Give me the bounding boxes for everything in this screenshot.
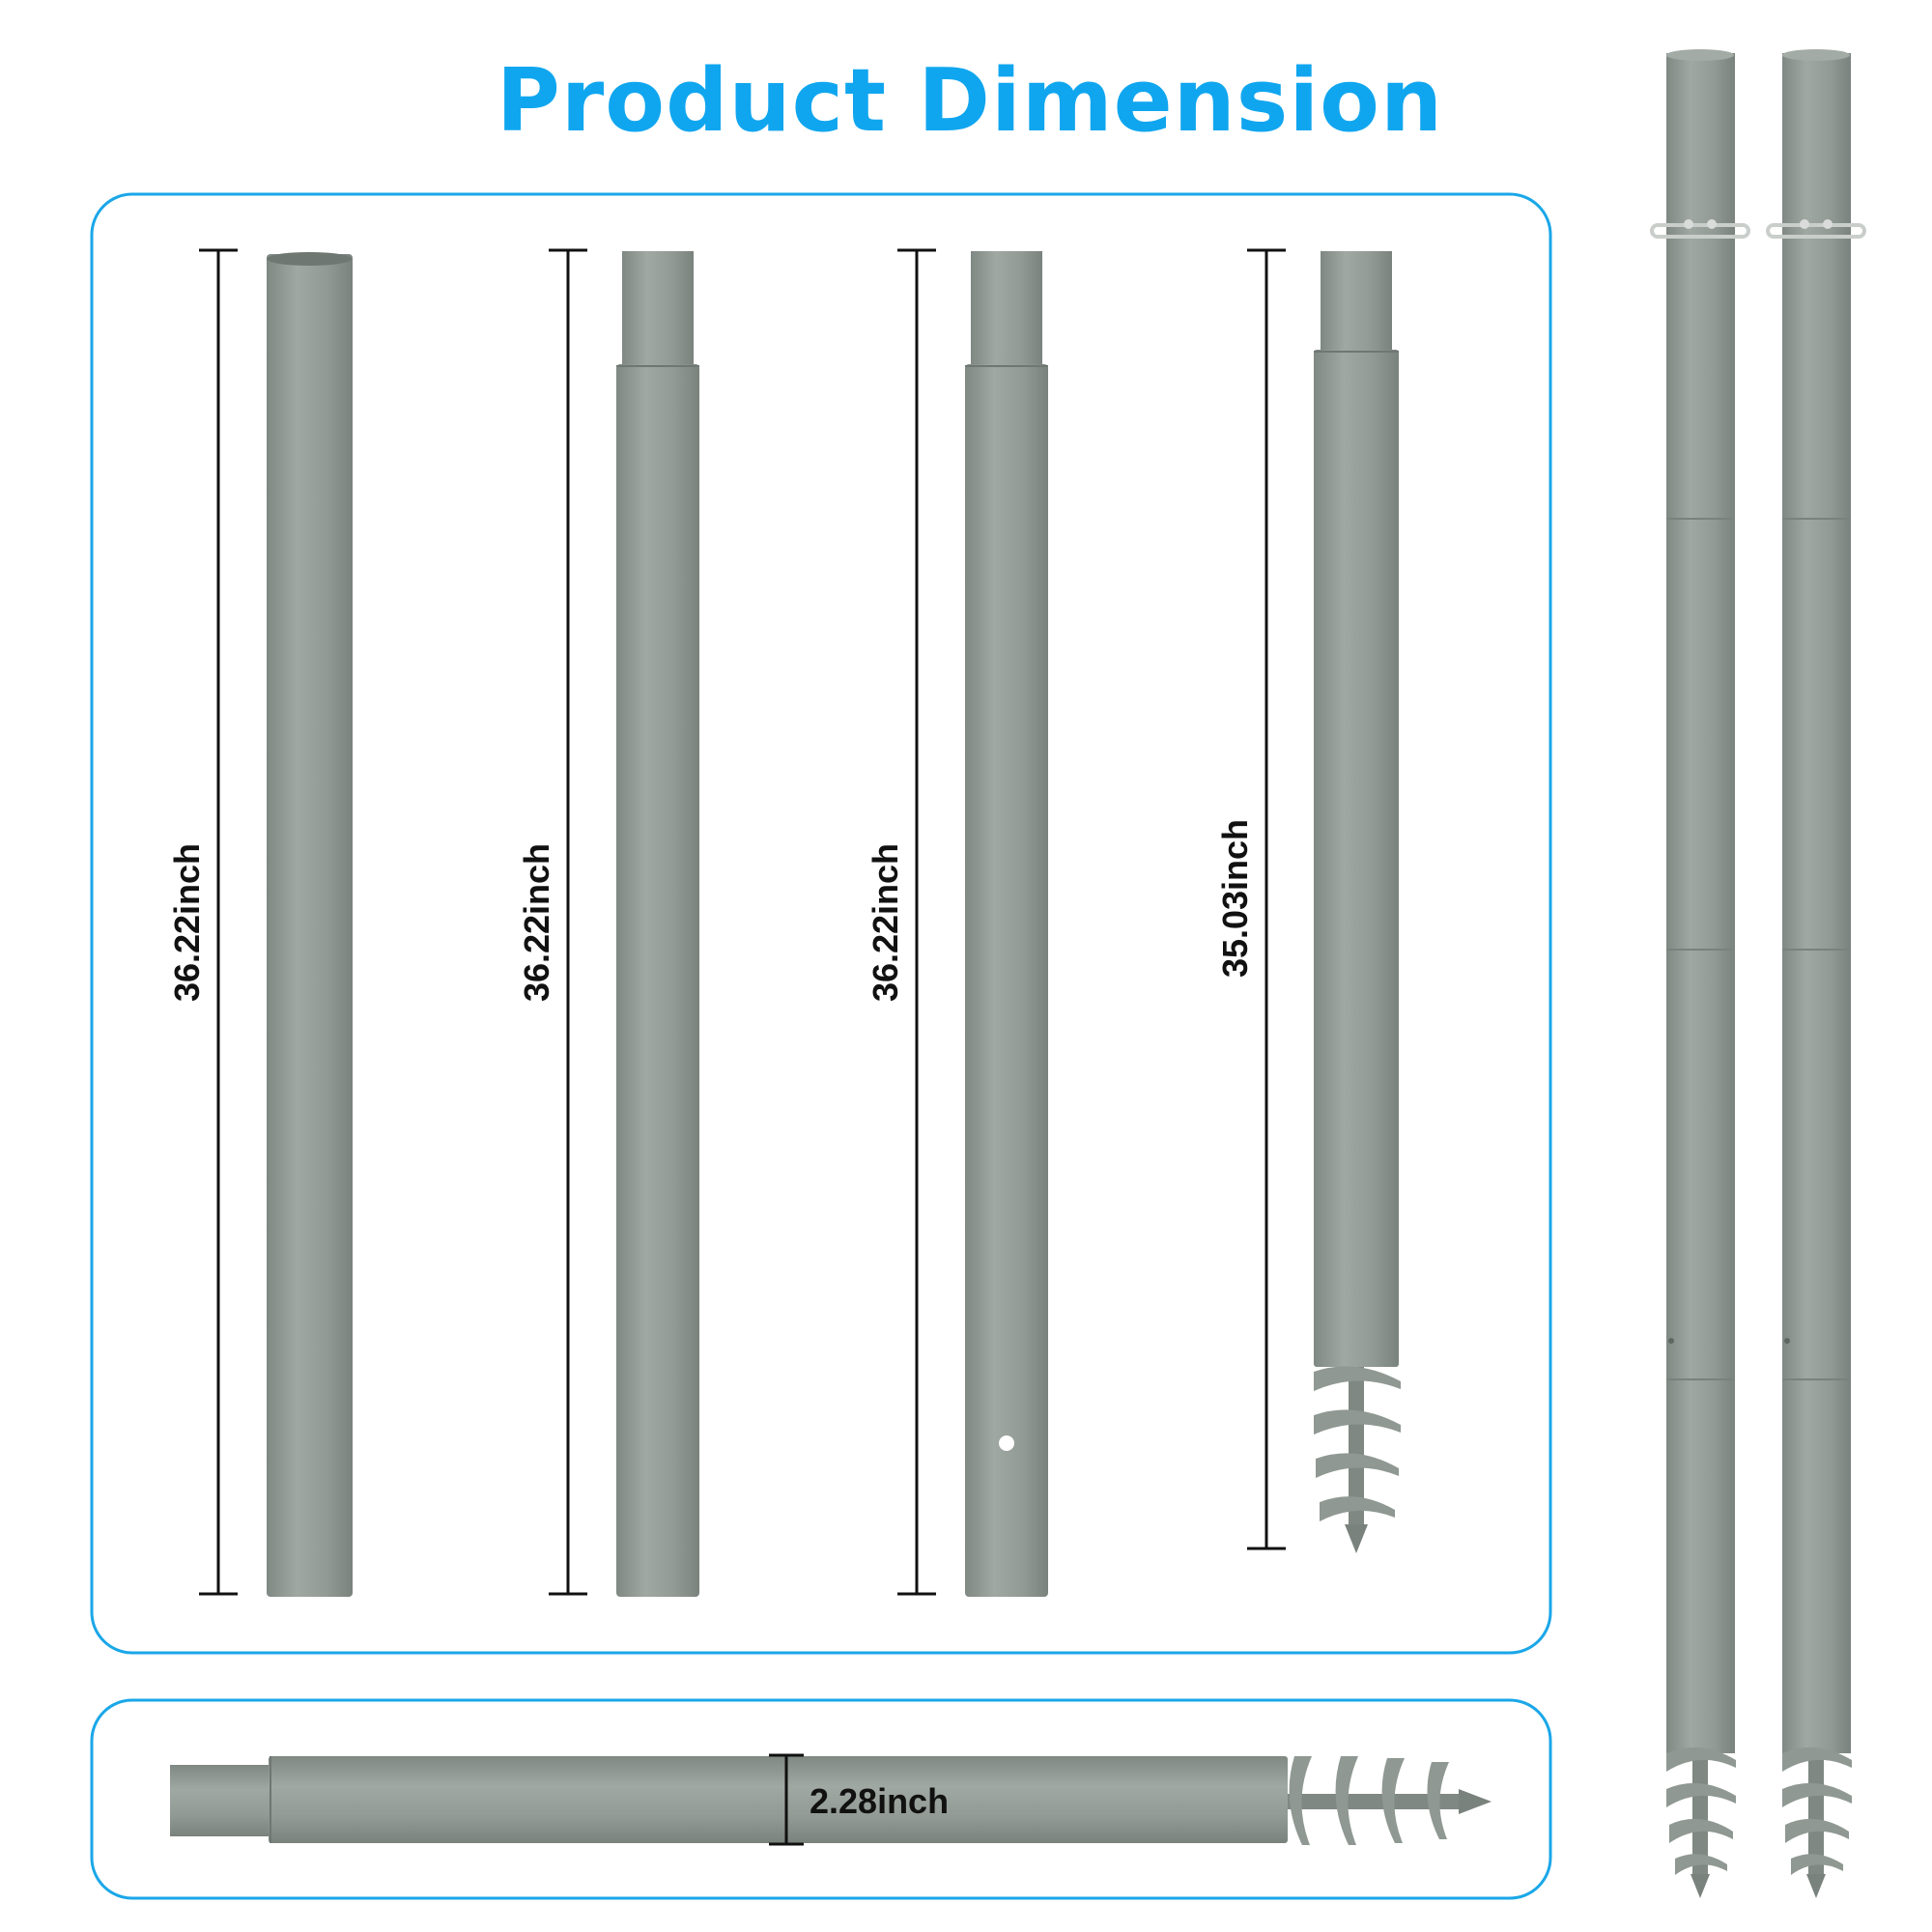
assembled-pole-left-top — [1666, 49, 1734, 61]
assembled-right-auger-thread-2 — [1782, 1782, 1852, 1807]
assembled-left-auger-tip — [1690, 1874, 1710, 1898]
pole-4-length-label: 35.03inch — [1215, 819, 1255, 978]
assembled-pole-right — [1766, 49, 1866, 1898]
auger-tip — [1345, 1524, 1368, 1553]
assembled-pole-right-hole — [1784, 1338, 1790, 1344]
clamp-right-bolt-2 — [1823, 219, 1833, 229]
assembled-right-auger-thread-3 — [1785, 1818, 1849, 1843]
pole-1-body — [267, 254, 353, 1597]
auger-shaft — [1349, 1367, 1364, 1526]
pole-3-insert-end — [971, 251, 1042, 372]
pole-3-pin-hole — [999, 1435, 1014, 1451]
clamp-icon — [1766, 219, 1866, 239]
auger-h-thread-4 — [1427, 1762, 1449, 1839]
assembled-pole-left — [1650, 49, 1750, 1898]
pole-4-body — [1314, 350, 1399, 1367]
assembled-right-auger-thread-4 — [1791, 1854, 1843, 1875]
auger-horizontal-shaft — [1288, 1794, 1462, 1809]
auger-h-thread-2 — [1335, 1756, 1358, 1845]
assembled-left-auger-thread-4 — [1675, 1854, 1727, 1875]
horizontal-pole — [170, 1756, 1492, 1845]
pole-1-top-cap — [267, 252, 352, 266]
auger-h-thread-3 — [1381, 1758, 1405, 1843]
dimension-marker-1: 36.22inch — [167, 248, 238, 1596]
horizontal-pole-body — [269, 1756, 1288, 1843]
dimension-marker-2: 36.22inch — [517, 248, 587, 1596]
assembled-left-auger-thread-1 — [1666, 1747, 1736, 1772]
diameter-panel — [90, 1698, 1552, 1900]
dimension-marker-4: 35.03inch — [1215, 248, 1286, 1550]
assembled-pole-right-top — [1782, 49, 1850, 61]
assembled-pole-right-body — [1782, 53, 1851, 1753]
clamp-right-bolt-1 — [1800, 219, 1809, 229]
assembled-left-auger-thread-2 — [1666, 1782, 1736, 1807]
assembled-pole-left-body — [1666, 53, 1735, 1753]
clamp-left-ring — [1650, 223, 1750, 239]
auger-horizontal-tip — [1459, 1789, 1492, 1814]
clamp-icon — [1650, 219, 1750, 239]
diameter-marker: 2.28inch — [769, 1753, 949, 1846]
horizontal-pole-insert-end — [170, 1765, 274, 1836]
pole-3-body — [965, 364, 1048, 1597]
assembled-right-auger-tip — [1806, 1874, 1826, 1898]
pole-2-length-label: 36.22inch — [517, 843, 556, 1002]
pole-2-body — [616, 364, 699, 1597]
auger-thread-3 — [1316, 1453, 1399, 1478]
main-dimension-panel — [90, 192, 1552, 1655]
auger-icon — [1782, 1747, 1852, 1898]
auger-horizontal-icon — [1288, 1756, 1492, 1845]
clamp-left-bolt-1 — [1684, 219, 1693, 229]
assembled-left-auger-shaft — [1692, 1750, 1708, 1876]
pole-4-insert-end — [1321, 251, 1392, 357]
assembled-right-auger-thread-1 — [1782, 1747, 1852, 1772]
auger-thread-2 — [1314, 1409, 1401, 1435]
pole-2-insert-end — [622, 251, 694, 372]
auger-thread-1 — [1314, 1366, 1401, 1391]
clamp-right-ring — [1766, 223, 1866, 239]
auger-icon — [1314, 1366, 1401, 1553]
auger-icon — [1666, 1747, 1736, 1898]
pole-3-length-label: 36.22inch — [866, 843, 905, 1002]
auger-h-thread-1 — [1289, 1756, 1312, 1845]
pole-3 — [965, 251, 1048, 1597]
page-title: Product Dimension — [497, 50, 1443, 152]
auger-thread-4 — [1320, 1496, 1395, 1521]
diameter-label: 2.28inch — [810, 1781, 949, 1821]
pole-4 — [1314, 251, 1401, 1553]
assembled-left-auger-thread-3 — [1669, 1818, 1733, 1843]
pole-1 — [267, 252, 353, 1597]
pole-1-length-label: 36.22inch — [167, 843, 207, 1002]
dimension-marker-3: 36.22inch — [866, 248, 936, 1596]
assembled-pole-left-hole — [1668, 1338, 1674, 1344]
pole-2 — [616, 251, 699, 1597]
clamp-left-bolt-2 — [1707, 219, 1717, 229]
assembled-right-auger-shaft — [1808, 1750, 1824, 1876]
